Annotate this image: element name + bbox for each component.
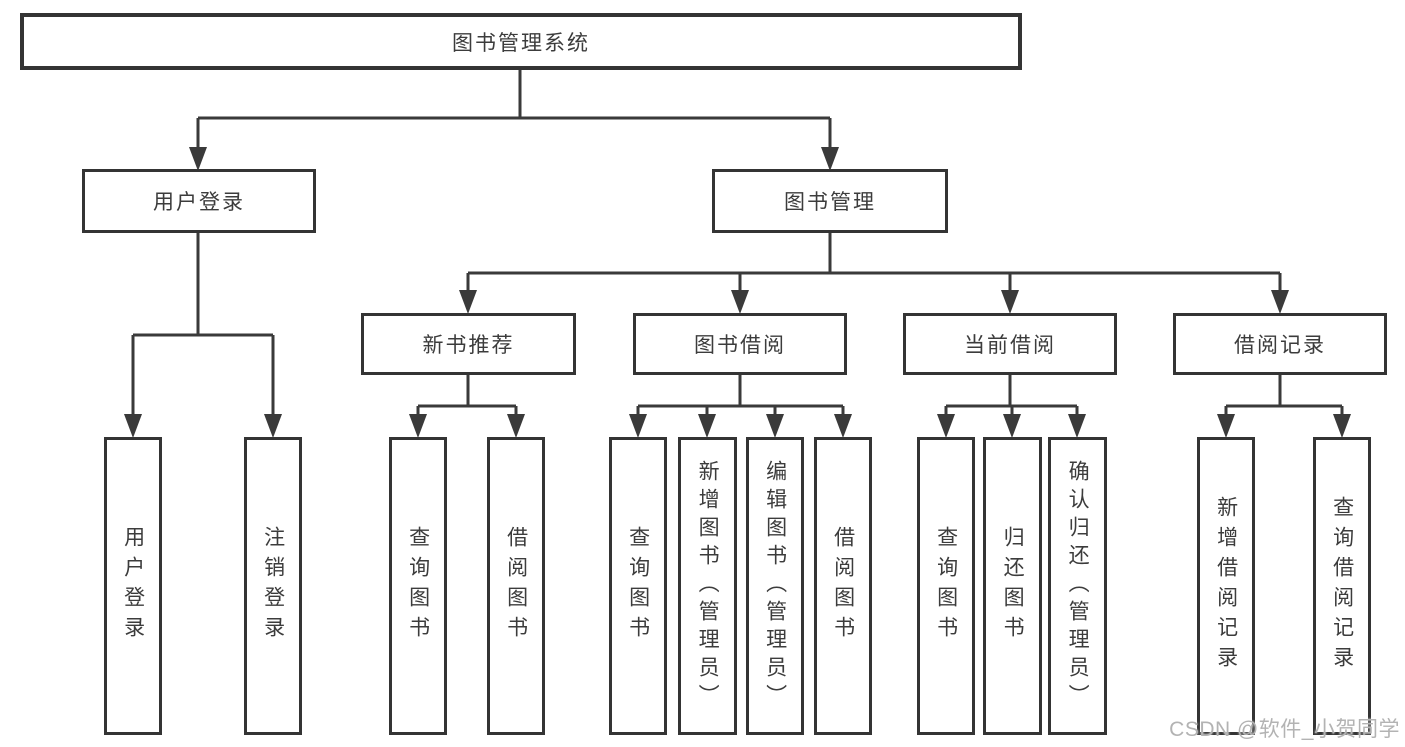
node-label: 图书借阅 [694, 334, 786, 357]
node-new-book-recommendation: 新书推荐 [361, 313, 576, 375]
edge-current-borrow-to-leaves [937, 374, 1086, 438]
node-current-borrowing: 当前借阅 [903, 313, 1117, 375]
leaf-label: 归还图书 [1001, 526, 1025, 646]
node-label: 借阅记录 [1234, 334, 1326, 357]
edge-borrow-record-to-leaves [1217, 374, 1351, 438]
node-label: 图书管理 [784, 191, 876, 214]
node-book-borrowing: 图书借阅 [633, 313, 847, 375]
leaf-label: 注销登录 [261, 526, 285, 646]
leaf-return-books: 归还图书 [983, 437, 1042, 735]
leaf-borrow-books: 借阅图书 [814, 437, 872, 735]
leaf-label: 查询图书 [934, 526, 958, 646]
leaf-edit-book-admin: 编辑图书（管理员） [746, 437, 804, 735]
leaf-query-borrow-record: 查询借阅记录 [1313, 437, 1371, 735]
node-label: 图书管理系统 [452, 31, 590, 55]
leaf-label: 查询借阅记录 [1330, 496, 1354, 676]
leaf-label: 新增图书（管理员） [696, 460, 720, 712]
leaf-query-books: 查询图书 [389, 437, 447, 735]
node-book-management: 图书管理 [712, 169, 948, 233]
leaf-label: 借阅图书 [504, 526, 528, 646]
leaf-label: 编辑图书（管理员） [763, 460, 787, 712]
edge-new-book-to-leaves [409, 374, 525, 438]
leaf-label: 查询图书 [626, 526, 650, 646]
node-library-management-system: 图书管理系统 [20, 13, 1022, 70]
leaf-logout: 注销登录 [244, 437, 302, 735]
leaf-label: 用户登录 [121, 526, 145, 646]
leaf-confirm-return-admin: 确认归还（管理员） [1048, 437, 1107, 735]
edge-book-borrow-to-leaves [629, 374, 852, 438]
edge-root-to-level2 [189, 70, 839, 171]
leaf-label: 确认归还（管理员） [1066, 460, 1090, 712]
node-label: 用户登录 [153, 191, 245, 214]
leaf-query-books: 查询图书 [609, 437, 667, 735]
leaf-borrow-books: 借阅图书 [487, 437, 545, 735]
leaf-user-login: 用户登录 [104, 437, 162, 735]
node-borrowing-records: 借阅记录 [1173, 313, 1387, 375]
node-user-login: 用户登录 [82, 169, 316, 233]
leaf-label: 借阅图书 [831, 526, 855, 646]
leaf-query-books: 查询图书 [917, 437, 975, 735]
leaf-add-borrow-record: 新增借阅记录 [1197, 437, 1255, 735]
leaf-add-book-admin: 新增图书（管理员） [678, 437, 737, 735]
edge-user-login-to-leaves [124, 232, 282, 438]
csdn-watermark: CSDN @软件_小贺同学 [1169, 718, 1400, 741]
edge-book-management-to-level3 [459, 232, 1289, 314]
leaf-label: 查询图书 [406, 526, 430, 646]
node-label: 当前借阅 [964, 334, 1056, 357]
leaf-label: 新增借阅记录 [1214, 496, 1238, 676]
node-label: 新书推荐 [422, 334, 515, 357]
